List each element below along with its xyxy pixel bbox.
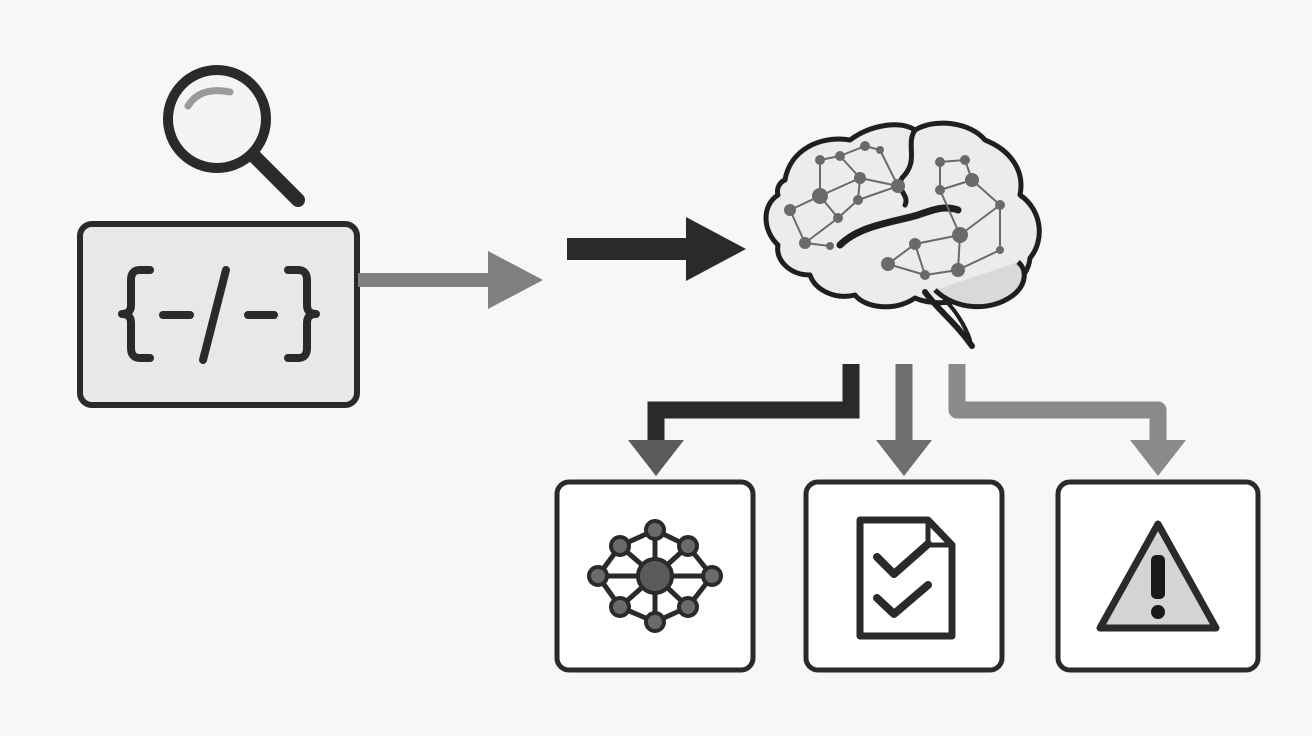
code-braces-icon [118,266,320,364]
output-box-checklist [803,479,1005,673]
magnifying-glass-icon [163,65,305,207]
output-box-warning [1055,479,1261,673]
arrow-code-to-flow [358,251,543,309]
arrow-to-brain [567,217,746,281]
network-graph-icon [587,519,723,633]
arrow-to-warning [948,364,1186,476]
checklist-document-icon [856,516,956,640]
warning-triangle-icon [1096,520,1220,632]
output-box-network [554,479,756,673]
arrow-to-checklist [876,364,932,476]
neural-network-brain-icon [763,120,1042,349]
code-box [77,221,360,408]
arrow-to-network [628,364,860,476]
